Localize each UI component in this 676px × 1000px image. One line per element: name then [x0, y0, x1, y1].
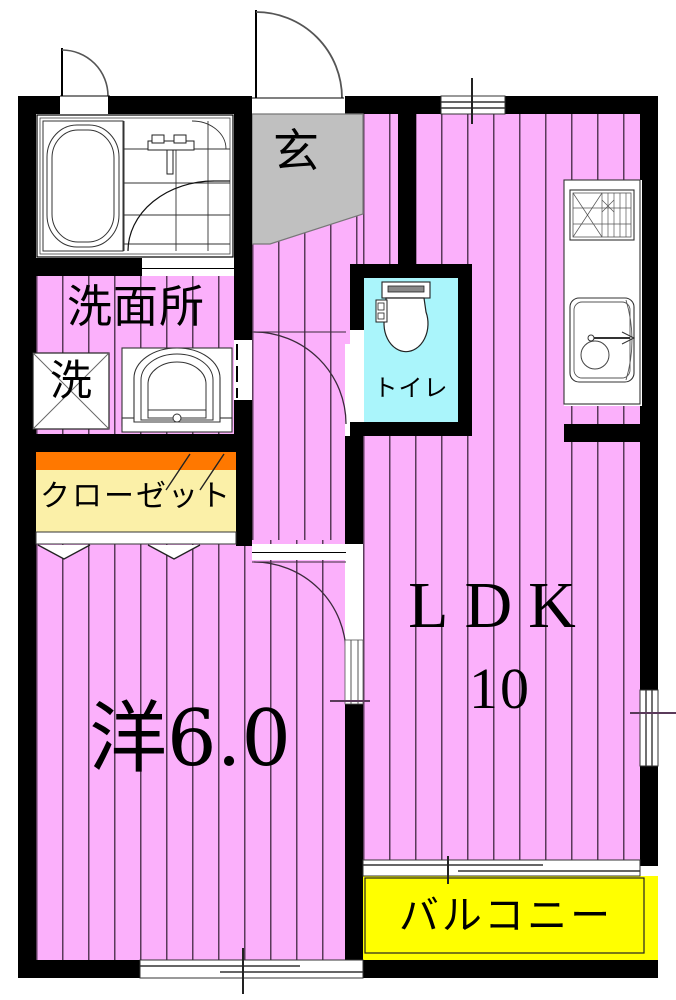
wall-hall-ldk-upper: [345, 436, 363, 544]
wall-washroom-right-upper: [234, 276, 252, 340]
floor-western-room: [36, 540, 345, 960]
wall-bath-right: [234, 96, 252, 276]
label-closet: クローゼット: [40, 479, 232, 514]
window-icon-top: [440, 95, 506, 115]
label-washer: 洗: [49, 356, 92, 405]
bath-fixtures: [36, 114, 234, 258]
window-icon-bottom: [139, 959, 364, 979]
closet-shelf-bar: [36, 452, 236, 470]
room-bottom-window[interactable]: [139, 959, 364, 979]
washer-space: [32, 352, 110, 430]
door-bath-exterior[interactable]: [60, 48, 110, 98]
kitchen-fixtures: [563, 179, 642, 406]
wall-washroom-right-lower: [234, 400, 252, 436]
closet-hanger-marks: [150, 452, 236, 492]
genkan-shape: [251, 113, 364, 245]
washer-box-icon: [32, 352, 110, 430]
wall-left-outer: [18, 96, 36, 978]
vanity-sink: [121, 347, 233, 434]
label-washroom: 洗面所: [66, 280, 205, 333]
bath-fixture-svg: [36, 114, 234, 258]
hall-door-swing-lower-icon: [252, 561, 347, 655]
label-western-room: 洋6.0: [88, 694, 292, 784]
door-washroom[interactable]: [234, 340, 252, 400]
balcony-rail-icon: [364, 877, 645, 954]
toilet-icon: [375, 281, 431, 353]
label-genkan: 玄: [273, 124, 319, 178]
ldk-top-window-mullion: [471, 78, 473, 124]
room-bottom-window-mullion: [242, 948, 244, 994]
vanity-sink-icon: [121, 347, 233, 433]
label-ldk: LDK: [408, 569, 592, 642]
kitchen-fixture-svg: [563, 179, 641, 405]
toilet-bowl: [372, 281, 450, 368]
wall-closet-right: [236, 434, 252, 546]
hanger-rod-icon: [165, 453, 225, 491]
bath-door-line: [142, 268, 234, 269]
wall-kitchen-bottom: [564, 424, 658, 442]
balcony-window-mullion: [447, 856, 449, 884]
door-entrance-exterior[interactable]: [252, 8, 344, 100]
closet-sliding-doors[interactable]: [35, 531, 237, 560]
wall-top-left-b: [108, 96, 252, 114]
sliding-window-icon: [362, 859, 641, 877]
ldk-left-tick: [333, 700, 363, 702]
toilet-door-gap[interactable]: [350, 330, 364, 422]
door-swing-icon-bath: [60, 48, 110, 97]
ldk-right-window[interactable]: [639, 689, 659, 767]
ldk-top-window[interactable]: [440, 95, 506, 115]
door-hall-upper[interactable]: [252, 330, 347, 426]
wall-washroom-bottom: [18, 434, 252, 452]
wall-balcony-left: [345, 866, 363, 978]
sliding-door-icon: [344, 639, 364, 705]
wall-top-genkan: [345, 96, 441, 114]
hall-door-swing-upper-icon: [252, 331, 347, 425]
wall-hall-ldk-top: [398, 114, 416, 266]
hall-room-sill-line: [252, 552, 346, 553]
door-hall-lower[interactable]: [252, 560, 347, 656]
ldk-sliding-door[interactable]: [344, 639, 364, 705]
wall-right-outer: [640, 96, 658, 866]
label-toilet: トイレ: [373, 374, 449, 402]
label-ldk-size: 10: [469, 656, 531, 721]
bath-door-gap[interactable]: [142, 258, 234, 276]
wall-top-right: [505, 96, 658, 114]
wall-balcony-bottom: [345, 960, 658, 978]
balcony-window[interactable]: [362, 859, 641, 877]
floor-balcony: [363, 876, 658, 960]
label-balcony: バルコニー: [398, 893, 614, 939]
wall-hall-ldk-lower: [345, 700, 363, 866]
door-swing-icon-entrance: [252, 10, 344, 99]
floor-genkan: [251, 113, 364, 245]
ldk-right-window-mullion: [630, 712, 676, 714]
washroom-door-gap-icon: [234, 340, 252, 400]
balcony-outline: [363, 876, 658, 960]
window-icon-right: [639, 689, 659, 767]
closet-sliding-door-icon: [35, 531, 237, 560]
